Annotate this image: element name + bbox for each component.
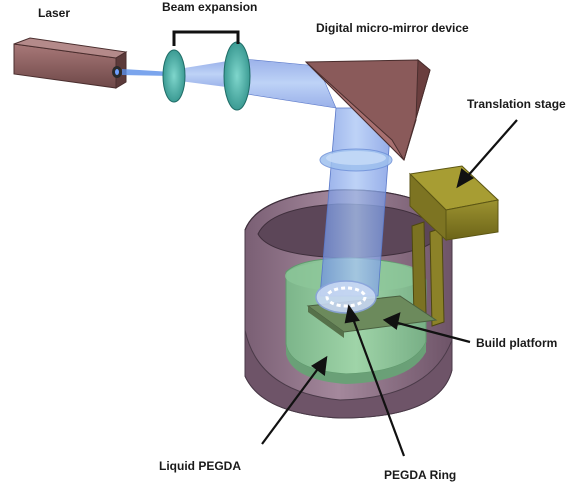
translation-stage [408, 165, 500, 327]
arrow-pegda-ring-head [344, 304, 360, 324]
laser [13, 37, 128, 89]
label-liquid-pegda: Liquid PEGDA [159, 459, 241, 473]
arrow-pegda-ring [350, 315, 406, 457]
arrow-liquid-pegda-head [311, 355, 328, 376]
label-pegda-ring: PEGDA Ring [384, 468, 457, 482]
lens-1 [162, 49, 186, 103]
label-beam-expansion: Beam expansion [162, 0, 258, 14]
arrow-translation-stage-head [456, 168, 474, 189]
leader-arrows [261, 119, 518, 457]
arrow-translation-stage [465, 119, 518, 179]
pegda-ring [315, 280, 377, 314]
beam-expansion-bracket [172, 30, 240, 46]
label-dmd: Digital micro-mirror device [316, 21, 469, 35]
lens-2 [223, 41, 251, 111]
arrow-build-platform [393, 320, 471, 344]
arrow-build-platform-head [382, 312, 401, 330]
label-laser: Laser [38, 6, 71, 20]
arrow-liquid-pegda [261, 365, 321, 445]
label-build-platform: Build platform [476, 336, 558, 350]
label-translation-stage: Translation stage [467, 97, 566, 111]
digital-micro-mirror-device [304, 58, 431, 161]
beam-expansion-lenses [162, 30, 251, 111]
liquid-front-edge [286, 342, 426, 384]
horizontal-beam [122, 57, 337, 109]
